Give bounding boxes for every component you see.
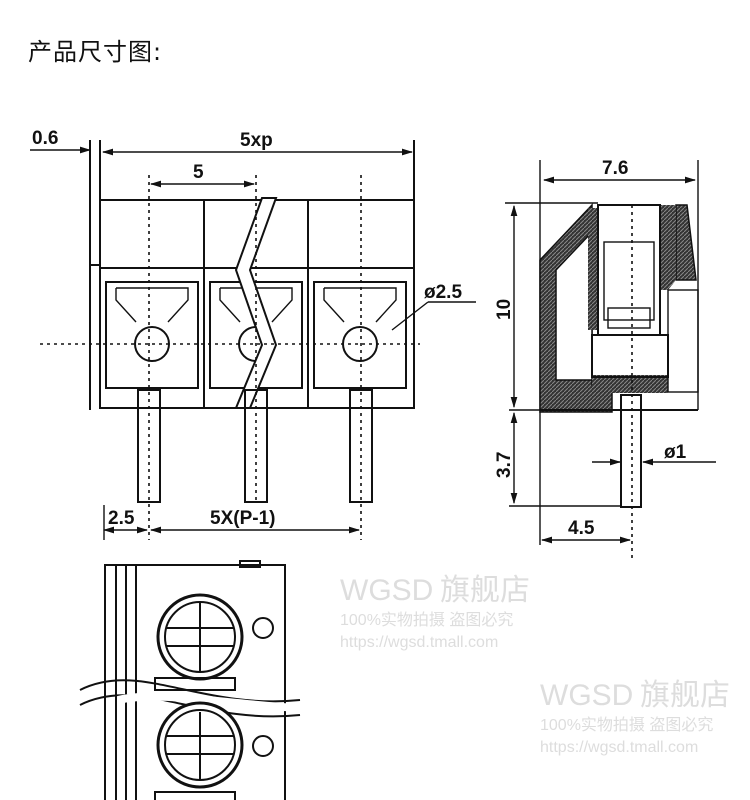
dim-pin-offset-label: 4.5: [568, 518, 595, 539]
watermark-url: https://wgsd.tmall.com: [340, 634, 498, 651]
watermark-store: 旗舰店: [640, 679, 730, 712]
dim-offset-label: 0.6: [32, 128, 58, 149]
dim-pitch-label: 5: [193, 162, 204, 183]
dim-pin-length-label: 3.7: [494, 452, 515, 478]
watermark-notice: 100%实物拍摄 盗图必究: [540, 716, 713, 734]
dim-edge-label: 2.5: [108, 508, 135, 529]
dim-height-label: 10: [494, 299, 515, 320]
page-title: 产品尺寸图:: [28, 38, 163, 66]
dim-total-label: 5xp: [240, 130, 273, 151]
watermark-store: 旗舰店: [440, 574, 530, 607]
top-view: [79, 560, 301, 800]
side-view: 7.6 10 3.7 ø1 4.5: [494, 158, 716, 560]
watermark-url: https://wgsd.tmall.com: [540, 739, 698, 756]
dim-span-label: 5X(P-1): [210, 508, 275, 529]
watermark-brand: WGSD: [340, 574, 433, 607]
dim-hole-label: ø2.5: [424, 282, 462, 303]
watermarks: WGSD 旗舰店 100%实物拍摄 盗图必究 https://wgsd.tmal…: [340, 574, 730, 756]
dim-pin-dia-label: ø1: [664, 442, 687, 463]
dim-width-label: 7.6: [602, 158, 628, 179]
front-view: 0.6 5xp 5 ø2.5 2.5 5X(P-1): [30, 128, 476, 540]
watermark-notice: 100%实物拍摄 盗图必究: [340, 611, 513, 629]
watermark-brand: WGSD: [540, 679, 633, 712]
